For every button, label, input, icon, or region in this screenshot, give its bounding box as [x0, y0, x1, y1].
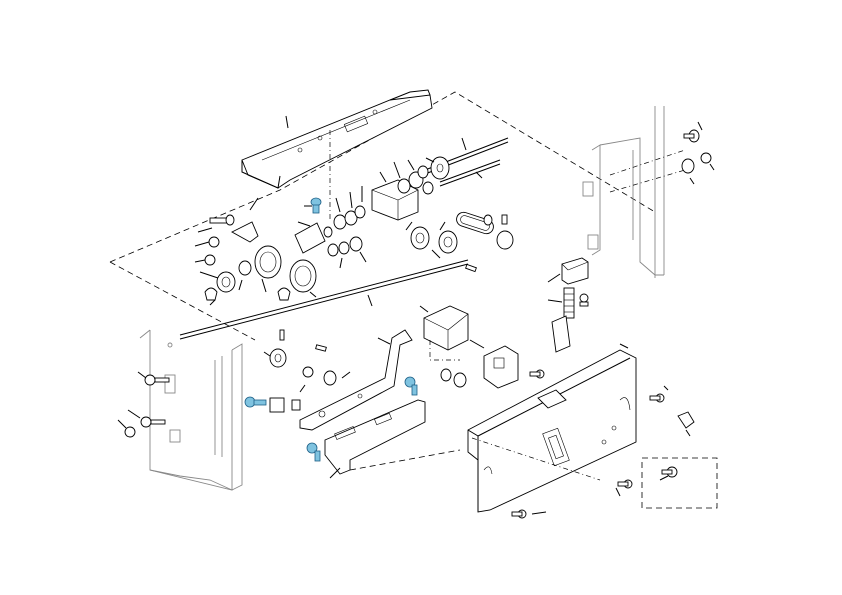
- belt-and-gears: [405, 211, 514, 273]
- screw: [140, 416, 166, 428]
- left-screws: [117, 371, 170, 438]
- screw: [617, 479, 633, 489]
- mid-small-parts: [269, 366, 467, 413]
- left-gear: [263, 329, 327, 368]
- screw: [529, 369, 545, 379]
- gear-cluster: [294, 186, 367, 269]
- actuator-assembly: [547, 257, 589, 353]
- sensor-bracket: [469, 339, 545, 389]
- gear-bracket: [371, 156, 450, 221]
- main-chassis-plate: [467, 343, 637, 513]
- feed-rollers: [254, 245, 317, 298]
- screw: [683, 129, 700, 143]
- blue-screw: [244, 396, 267, 408]
- screw: [209, 214, 235, 226]
- blue-screws: [244, 376, 418, 462]
- screw: [579, 293, 589, 307]
- screw: [144, 374, 170, 386]
- long-shaft: [179, 259, 469, 340]
- right-screws: [511, 121, 715, 519]
- dashed-box-screw: [641, 457, 718, 509]
- top-bracket: [241, 89, 433, 220]
- blue-screw: [404, 376, 418, 396]
- screw: [649, 393, 665, 403]
- left-small-parts: [194, 197, 291, 306]
- blue-screw: [310, 197, 322, 214]
- guide-block: [419, 305, 469, 361]
- lever-arm: [299, 329, 413, 431]
- blue-screw: [306, 442, 321, 462]
- side-plate: [324, 399, 461, 479]
- left-frame-outline: [139, 329, 243, 491]
- screw: [511, 509, 527, 519]
